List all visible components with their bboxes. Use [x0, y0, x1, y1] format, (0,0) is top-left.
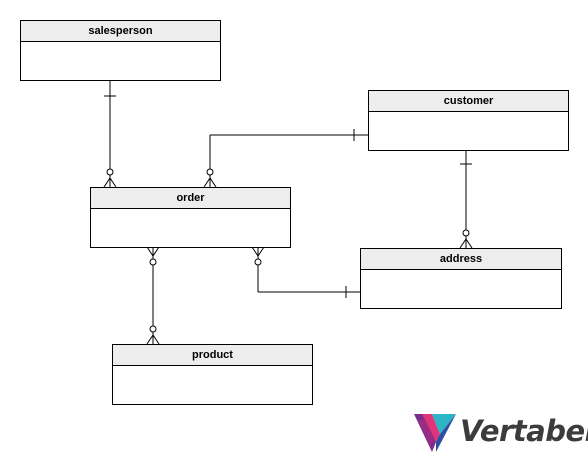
- crowfoot-mark: [203, 177, 211, 188]
- vertabelo-logo-icon: [414, 414, 456, 452]
- entity-customer[interactable]: customer: [368, 90, 569, 151]
- entity-product[interactable]: product: [112, 344, 313, 405]
- zero-circle-mark: [106, 168, 114, 176]
- zero-circle-mark: [149, 258, 157, 266]
- vertabelo-logo-text: Vertabelo: [460, 414, 588, 448]
- entity-title: salesperson: [21, 21, 220, 42]
- crowfoot-mark: [146, 334, 154, 345]
- rel-order-address: [251, 246, 361, 298]
- crowfoot-mark: [146, 246, 154, 257]
- entity-title: order: [91, 188, 290, 209]
- zero-circle-mark: [462, 229, 470, 237]
- zero-circle-mark: [206, 168, 214, 176]
- entity-order[interactable]: order: [90, 187, 291, 248]
- vertabelo-logo: Vertabelo: [412, 412, 588, 456]
- zero-circle-mark: [254, 258, 262, 266]
- crowfoot-mark: [251, 246, 259, 257]
- rel-customer-order: [203, 129, 369, 188]
- entity-title: product: [113, 345, 312, 366]
- rel-salesperson-order: [103, 80, 117, 188]
- crowfoot-mark: [103, 177, 111, 188]
- crowfoot-mark: [459, 238, 467, 249]
- entity-title: address: [361, 249, 561, 270]
- entity-salesperson[interactable]: salesperson: [20, 20, 221, 81]
- entity-address[interactable]: address: [360, 248, 562, 309]
- zero-circle-mark: [149, 325, 157, 333]
- rel-customer-address: [459, 150, 473, 249]
- rel-order-product: [146, 246, 160, 345]
- entity-title: customer: [369, 91, 568, 112]
